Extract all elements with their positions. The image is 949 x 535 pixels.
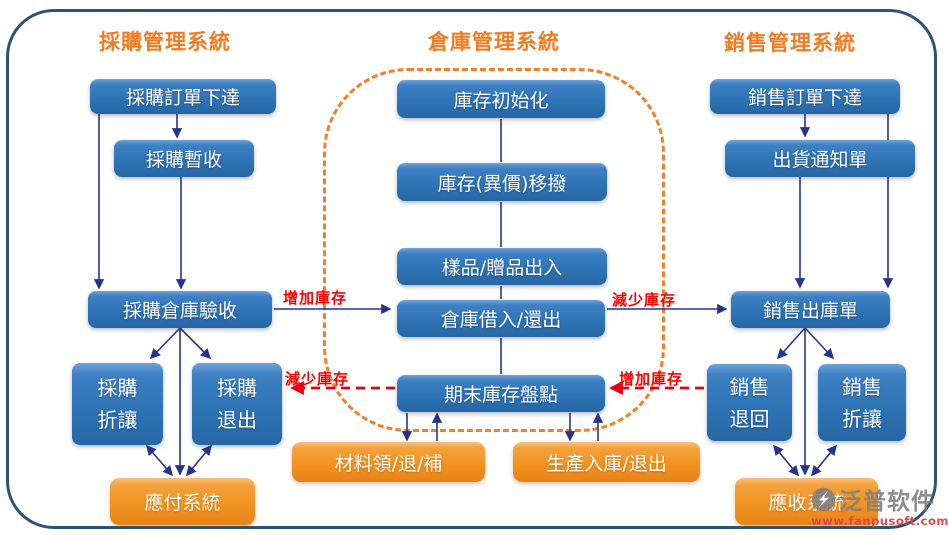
node-ship-notice: 出貨通知單 [725, 140, 915, 177]
node-purchase-inspection: 採購倉庫驗收 [88, 291, 272, 328]
node-inventory-init: 庫存初始化 [397, 80, 605, 118]
watermark-brand: 泛普软件 [839, 489, 935, 515]
header-purchase-system: 採購管理系統 [99, 30, 231, 54]
header-warehouse-system: 倉庫管理系統 [428, 30, 560, 54]
node-purchase-allowance: 採購 折讓 [72, 363, 163, 445]
node-material-issue: 材料領/退/補 [292, 442, 485, 482]
outer-border [6, 9, 937, 529]
warehouse-dashed-boundary [323, 68, 665, 432]
header-sales-system: 銷售管理系統 [724, 31, 856, 55]
node-purchase-order: 採購訂單下達 [90, 79, 276, 114]
watermark: 泛普软件 www.fanpusoft.com [810, 482, 949, 528]
flow-label-right-decrease: 減少庫存 [612, 291, 677, 309]
node-purchase-temp-receipt: 採購暫收 [114, 140, 254, 177]
flow-label-right-increase: 增加庫存 [619, 370, 684, 388]
node-inventory-transfer: 庫存(異價)移撥 [397, 163, 607, 201]
node-sales-allowance: 銷售 折讓 [818, 364, 906, 441]
node-ending-count: 期末庫存盤點 [397, 375, 605, 412]
node-payable-system: 應付系統 [110, 478, 255, 525]
fanpu-logo-icon [810, 486, 837, 513]
flow-label-left-decrease: 減少庫存 [285, 370, 350, 388]
node-sales-issue: 銷售出庫單 [731, 291, 890, 328]
watermark-url: www.fanpusoft.com [811, 514, 949, 528]
node-purchase-return: 採購 退出 [192, 363, 282, 445]
node-sample-gift: 樣品/贈品出入 [397, 248, 607, 285]
node-sales-order: 銷售訂單下達 [710, 79, 900, 114]
node-production-in: 生產入庫/退出 [513, 442, 700, 482]
flow-label-left-increase: 增加庫存 [283, 289, 348, 307]
node-borrow-return: 倉庫借入/還出 [397, 300, 605, 337]
node-sales-return: 銷售 退回 [707, 364, 792, 441]
